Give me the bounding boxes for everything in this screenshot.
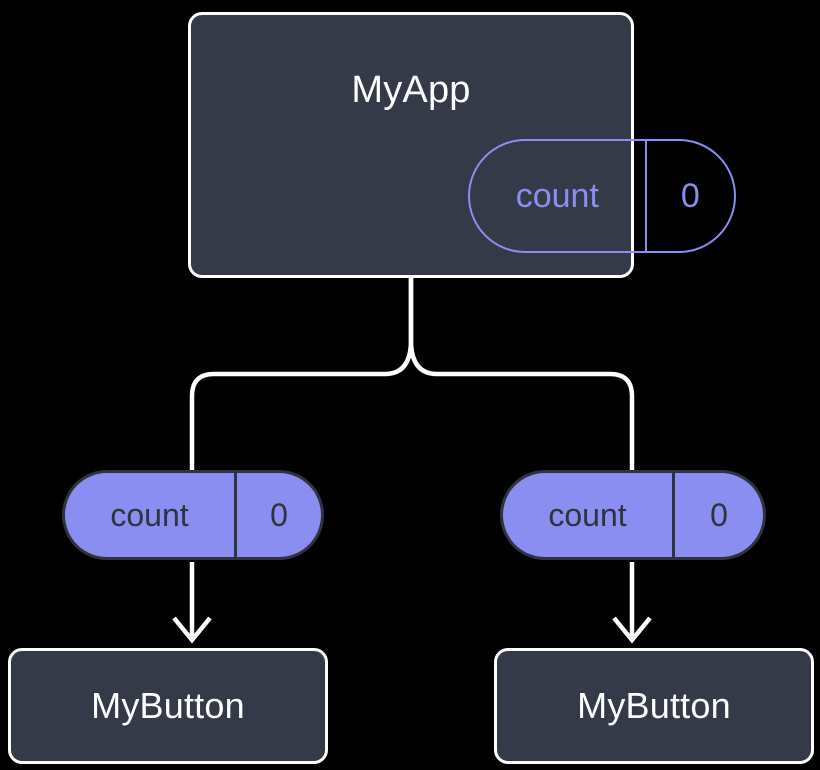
prop-pill-key: count <box>548 496 627 533</box>
prop-pill-key: count <box>110 496 189 533</box>
prop-pill-left-count[interactable]: count 0 <box>62 470 324 560</box>
edge-myapp-to-right-pill <box>408 272 635 473</box>
node-mybutton-left[interactable]: MyButton <box>8 648 328 764</box>
prop-pill-value: 0 <box>234 473 321 557</box>
arrowhead-right-icon <box>612 616 652 644</box>
prop-pill-right-count[interactable]: count 0 <box>500 470 766 560</box>
state-pill-key: count <box>515 176 599 215</box>
state-pill-value: 0 <box>644 141 734 251</box>
state-pill-myapp-count[interactable]: count 0 <box>468 139 736 253</box>
node-mybutton-right[interactable]: MyButton <box>494 648 814 764</box>
node-mybutton-right-label: MyButton <box>577 685 731 726</box>
edge-myapp-to-left-pill <box>189 272 414 473</box>
arrowhead-left-icon <box>172 616 212 644</box>
node-mybutton-left-label: MyButton <box>91 685 245 726</box>
prop-pill-value: 0 <box>672 473 763 557</box>
node-myapp-label: MyApp <box>351 69 471 111</box>
node-myapp[interactable]: MyApp count 0 <box>188 12 736 278</box>
